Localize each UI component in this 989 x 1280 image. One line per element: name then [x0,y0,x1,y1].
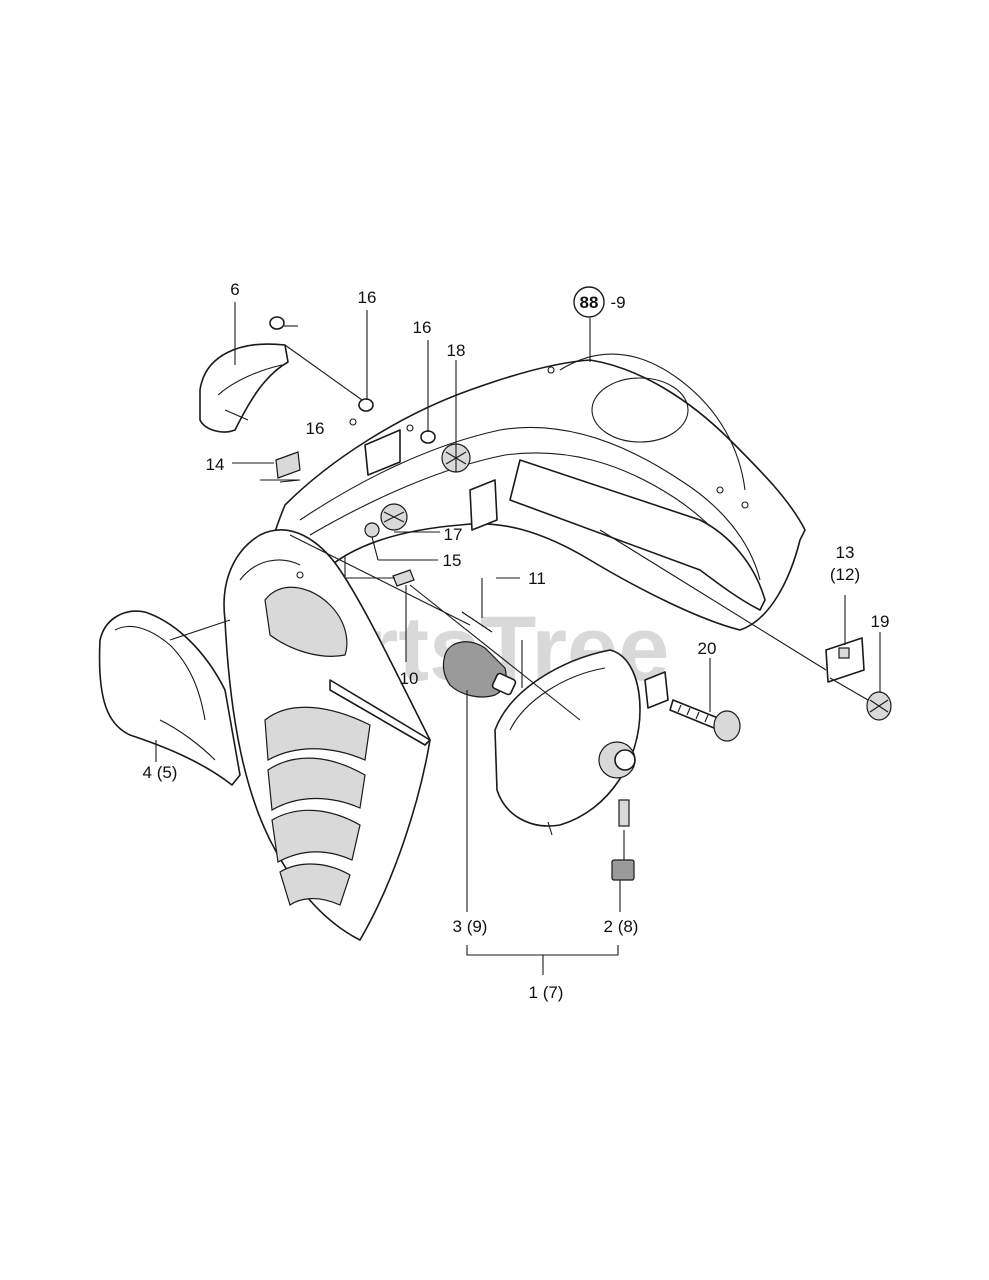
callout-16-left: 16 [306,419,325,438]
leader-lines [155,302,881,975]
part-16-washer-a [269,316,285,330]
part-16-washer-c [420,430,436,444]
callout-20: 20 [698,639,717,658]
callout-88-suffix: -9 [610,293,625,312]
part-19-clip [866,691,892,721]
callout-10: 10 [400,669,419,688]
callout-15: 15 [443,551,462,570]
part-18-grommet [441,443,471,473]
callout-16-middle: 16 [413,318,432,337]
part-12-nut [838,647,850,659]
part-4-headlight-lens [98,610,241,786]
part-16-washer-b [358,398,374,412]
callout-16-top: 16 [358,288,377,307]
part-6-marker-lamp [199,343,289,433]
part-20-bolt [669,699,741,742]
callout-14: 14 [206,455,225,474]
callout-88-badge: 88 [573,286,605,318]
callout-3: 3 (9) [453,917,488,936]
callout-4: 4 (5) [143,763,178,782]
callout-6: 6 [230,280,239,299]
callout-88-number: 88 [580,293,599,312]
callout-12: (12) [830,565,860,584]
callout-2: 2 (8) [604,917,639,936]
callout-17: 17 [444,525,463,544]
part-17-grommet [380,503,408,531]
callout-11: 11 [528,569,546,588]
callout-18: 18 [447,341,466,360]
callout-19: 19 [871,612,890,631]
part-10-pad [392,569,415,587]
callout-13: 13 [836,543,855,562]
part-13-plate [825,637,865,683]
part-15-washer [364,522,380,538]
callout-1: 1 (7) [529,983,564,1002]
headlight-assembly [442,641,669,881]
part-11-spring [461,611,493,633]
hood-cover-body [223,353,806,941]
part-14-clip [275,451,301,479]
